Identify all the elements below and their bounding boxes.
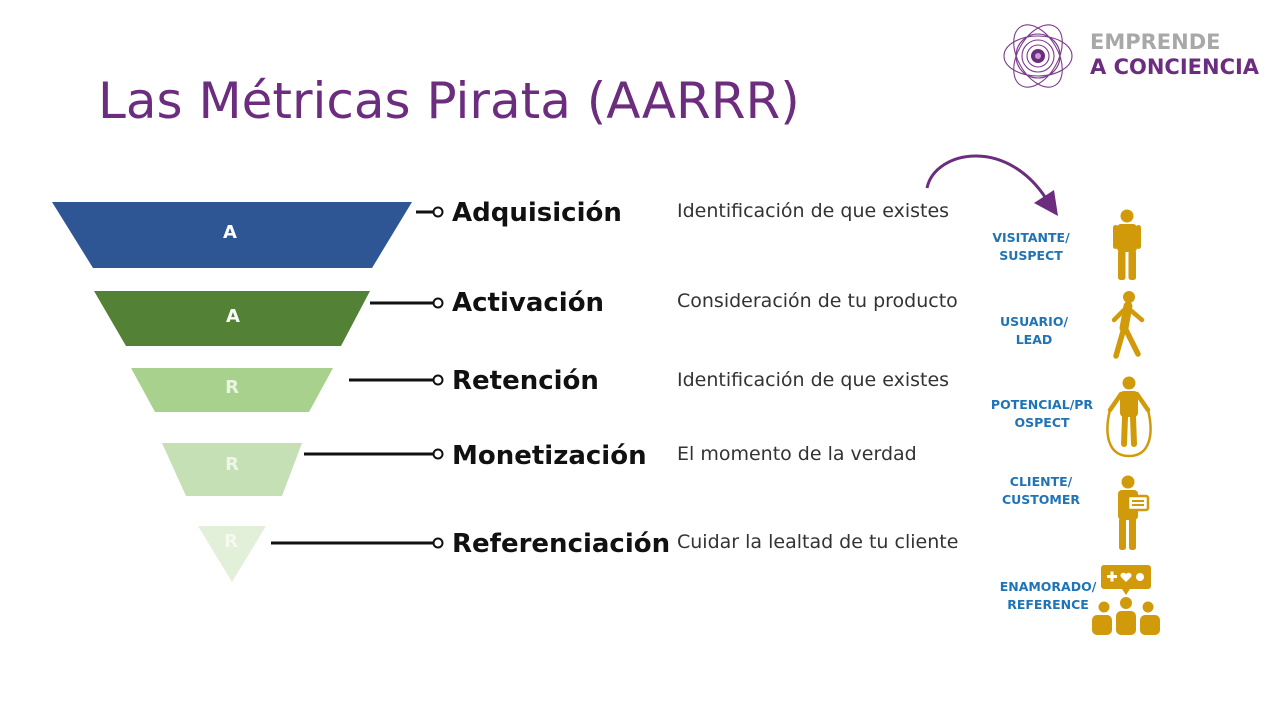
connector-dot-referenciacion	[432, 537, 444, 549]
funnel-letter-monetizacion: R	[225, 454, 239, 475]
stage-desc-adquisicion: Identificación de que existes	[677, 200, 950, 222]
stage-desc-monetizacion: El momento de la verdad	[677, 443, 917, 465]
customer-label-enamorado: ENAMORADO/REFERENCE	[999, 579, 1097, 612]
walking-person-icon	[1111, 291, 1145, 359]
jump-rope-person-icon	[1106, 376, 1152, 458]
funnel-segment-activacion	[94, 291, 370, 346]
standing-person-icon	[1113, 209, 1141, 280]
stage-name-referenciacion: Referenciación	[452, 529, 671, 559]
customer-label-usuario: USUARIO/LEAD	[999, 314, 1069, 347]
brand-line1: EMPRENDE	[1090, 30, 1221, 54]
funnel-segment-monetizacion	[162, 443, 302, 496]
funnel-letter-retencion: R	[225, 377, 239, 398]
connector-dot-adquisicion	[432, 206, 444, 218]
connector-dot-monetizacion	[432, 448, 444, 460]
stage-desc-retencion: Identificación de que existes	[677, 369, 950, 391]
stage-desc-referenciacion: Cuidar la lealtad de tu cliente	[677, 531, 959, 553]
connector-dot-retencion	[432, 374, 444, 386]
funnel-letter-adquisicion: A	[223, 222, 237, 243]
stage-name-retencion: Retención	[452, 366, 599, 396]
funnel-letter-activacion: A	[226, 306, 240, 327]
curved-arrow	[925, 154, 1052, 206]
funnel-letter-referenciacion: R	[224, 531, 238, 552]
customer-label-visitante: VISITANTE/SUSPECT	[992, 230, 1070, 263]
customer-label-cliente: CLIENTE/CUSTOMER	[1001, 474, 1081, 507]
stage-name-monetizacion: Monetización	[452, 441, 647, 471]
brand-line2: A CONCIENCIA	[1090, 55, 1260, 79]
group-with-hearts-icon	[1092, 565, 1160, 635]
funnel-segment-retencion	[131, 368, 333, 412]
connector-dot-activacion	[432, 297, 444, 309]
person-with-card-icon	[1118, 475, 1150, 550]
arrow-head-icon	[1034, 190, 1058, 216]
funnel-segment-adquisicion	[52, 202, 412, 268]
page-title: Las Métricas Pirata (AARRR)	[98, 72, 800, 130]
funnel-segment-referenciacion	[198, 526, 266, 582]
stage-name-activacion: Activación	[452, 288, 605, 318]
brand-name: EMPRENDE A CONCIENCIA	[1090, 30, 1259, 80]
lotus-logo-icon	[1003, 24, 1073, 88]
stage-desc-activacion: Consideración de tu producto	[677, 290, 958, 312]
stage-name-adquisicion: Adquisición	[452, 198, 622, 228]
